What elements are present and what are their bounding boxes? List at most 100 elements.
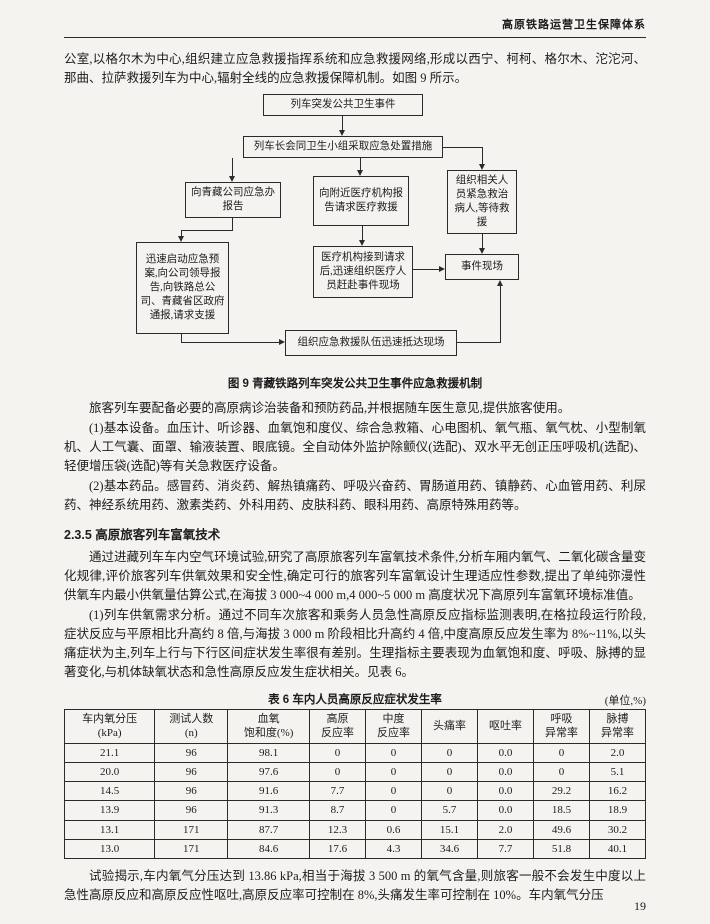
flow-connector <box>500 286 501 343</box>
table6-unit-note: (单位,%) <box>604 695 646 707</box>
table6-cell: 13.1 <box>63 819 156 841</box>
table6-cell: 0 <box>364 800 422 821</box>
table6-cell: 0 <box>420 761 478 783</box>
flow-arrow-down-icon <box>339 130 345 136</box>
paragraph-intro: 公室,以格尔木为中心,组织建立应急救援指挥系统和应急救援网络,形成以西宁、柯柯、… <box>64 52 646 85</box>
flow-arrow-right-icon <box>439 266 445 272</box>
flow-arrow-down-icon <box>229 176 235 182</box>
flow-connector <box>443 147 483 148</box>
flow-connector <box>482 147 483 164</box>
table6-cell: 49.6 <box>532 819 590 841</box>
table6-header-cell: 呼吸 异常率 <box>532 709 590 744</box>
table6-cell: 2.0 <box>588 742 647 763</box>
flow-node-start-plan: 迅速启动应急预案,向公司领导报告,向铁路总公司、青藏省区政府通报,请求支援 <box>136 242 229 334</box>
table6-cell: 34.6 <box>420 839 478 860</box>
table6-header-cell: 车内氧分压 (kPa) <box>63 709 156 744</box>
table6-cell: 7.7 <box>476 839 534 860</box>
table6-cell: 87.7 <box>227 819 310 841</box>
table6-cell: 96 <box>154 742 229 763</box>
table6-cell: 0 <box>532 742 590 763</box>
flow-connector <box>457 342 501 343</box>
table6-cell: 0 <box>532 761 590 783</box>
flow-connector <box>413 269 439 270</box>
table6-cell: 0.6 <box>364 819 422 841</box>
section-heading: 2.3.5 高原旅客列车富氧技术 <box>64 528 221 542</box>
flow-connector <box>181 230 233 231</box>
flow-connector <box>181 230 182 236</box>
table6: 车内氧分压 (kPa)测试人数 (n)血氧 饱和度(%)高原 反应率中度 反应率… <box>63 709 647 860</box>
flow-node-event: 列车突发公共卫生事件 <box>263 94 423 116</box>
table6-cell: 30.2 <box>588 819 647 841</box>
flow-connector <box>181 334 182 343</box>
flow-arrow-down-icon <box>479 248 485 254</box>
paragraph-equip-intro: 旅客列车要配备必要的高原病诊治装备和预防药品,并根据随车医生意见,提供旅客使用。 <box>89 401 571 415</box>
flow-connector <box>362 226 363 240</box>
flow-node-scene: 事件现场 <box>445 254 519 280</box>
table6-cell: 98.1 <box>227 742 310 763</box>
running-header-title: 高原铁路运营卫生保障体系 <box>502 19 646 31</box>
table6-cell: 13.9 <box>63 800 156 821</box>
table6-cell: 0 <box>420 742 478 763</box>
table6-cell: 18.5 <box>532 800 590 821</box>
table6-cell: 96 <box>154 781 229 802</box>
paragraph-conclusion: 试验揭示,车内氧气分压达到 13.86 kPa,相当于海拔 3 500 m 的氧… <box>64 869 646 903</box>
table6-cell: 4.3 <box>364 839 422 860</box>
table6-header-row: 车内氧分压 (kPa)测试人数 (n)血氧 饱和度(%)高原 反应率中度 反应率… <box>63 709 647 744</box>
table6-header-cell: 血氧 饱和度(%) <box>227 709 310 744</box>
table6-cell: 0 <box>420 781 478 802</box>
flow-connector <box>232 158 233 176</box>
paragraph-oxygen-demand: (1)列车供氧需求分析。通过不同车次旅客和乘务人员急性高原反应指标监测表明,在格… <box>64 608 646 679</box>
flow-node-medical-dispatch: 医疗机构接到请求后,迅速组织医疗人员赶赴事件现场 <box>313 246 413 298</box>
table6-cell: 171 <box>154 819 229 841</box>
flow-node-rescue-team: 组织应急救援队伍迅速抵达现场 <box>285 330 457 356</box>
table6-cell: 17.6 <box>308 839 366 860</box>
table6-header-cell: 脉搏 异常率 <box>588 709 647 744</box>
table6-header-cell: 中度 反应率 <box>364 709 422 744</box>
table6-cell: 51.8 <box>532 839 590 860</box>
table6-cell: 5.1 <box>588 761 647 783</box>
table6-cell: 5.7 <box>420 800 478 821</box>
flow-arrow-down-icon <box>178 236 184 242</box>
table6-cell: 12.3 <box>308 819 366 841</box>
table6-cell: 0.0 <box>476 761 534 783</box>
flow-connector <box>232 218 233 231</box>
paragraph-basic-equipment: (1)基本设备。血压计、听诊器、血氧饱和度仪、综合急救箱、心电图机、氧气瓶、氧气… <box>64 421 646 473</box>
table6-cell: 0.0 <box>476 742 534 763</box>
table6-cell: 7.7 <box>308 781 366 802</box>
running-header: 高原铁路运营卫生保障体系 <box>64 16 646 38</box>
table6-cell: 91.6 <box>227 781 310 802</box>
table6-cell: 21.1 <box>63 742 156 763</box>
table6-cell: 20.0 <box>63 761 156 783</box>
table6-cell: 29.2 <box>532 781 590 802</box>
table6-cell: 8.7 <box>308 800 366 821</box>
flow-node-organize-rescue: 组织相关人员紧急救治病人,等待救援 <box>447 170 517 234</box>
table6-cell: 0 <box>364 742 422 763</box>
flow-connector <box>342 116 343 130</box>
table6-cell: 2.0 <box>476 819 534 841</box>
table6-title-row: 表 6 车内人员高原反应症状发生率 (单位,%) <box>64 690 646 707</box>
flow-node-conductor: 列车长会同卫生小组采取应急处置措施 <box>243 136 443 158</box>
table6-cell: 91.3 <box>227 800 310 821</box>
table6-cell: 0 <box>364 761 422 783</box>
table6-cell: 13.0 <box>63 839 156 860</box>
table6-cell: 84.6 <box>227 839 310 860</box>
paragraph-basic-medicine: (2)基本药品。感冒药、消炎药、解热镇痛药、呼吸兴奋药、胃肠道用药、镇静药、心血… <box>64 479 646 512</box>
flow-arrow-up-icon <box>497 280 503 286</box>
table6-header-cell: 测试人数 (n) <box>154 709 229 744</box>
flow-node-report-medical: 向附近医疗机构报告请求医疗救援 <box>313 176 409 226</box>
table6-cell: 16.2 <box>588 781 647 802</box>
table6-cell: 18.9 <box>588 800 647 821</box>
figure-caption: 图 9 青藏铁路列车突发公共卫生事件应急救援机制 <box>227 378 483 390</box>
flow-arrow-down-icon <box>359 240 365 246</box>
table6-header-cell: 头痛率 <box>420 709 478 744</box>
table6-cell: 0 <box>364 781 422 802</box>
flow-arrow-right-icon <box>279 339 285 345</box>
flow-arrow-down-icon <box>479 164 485 170</box>
table6-title: 表 6 车内人员高原反应症状发生率 <box>268 694 442 706</box>
